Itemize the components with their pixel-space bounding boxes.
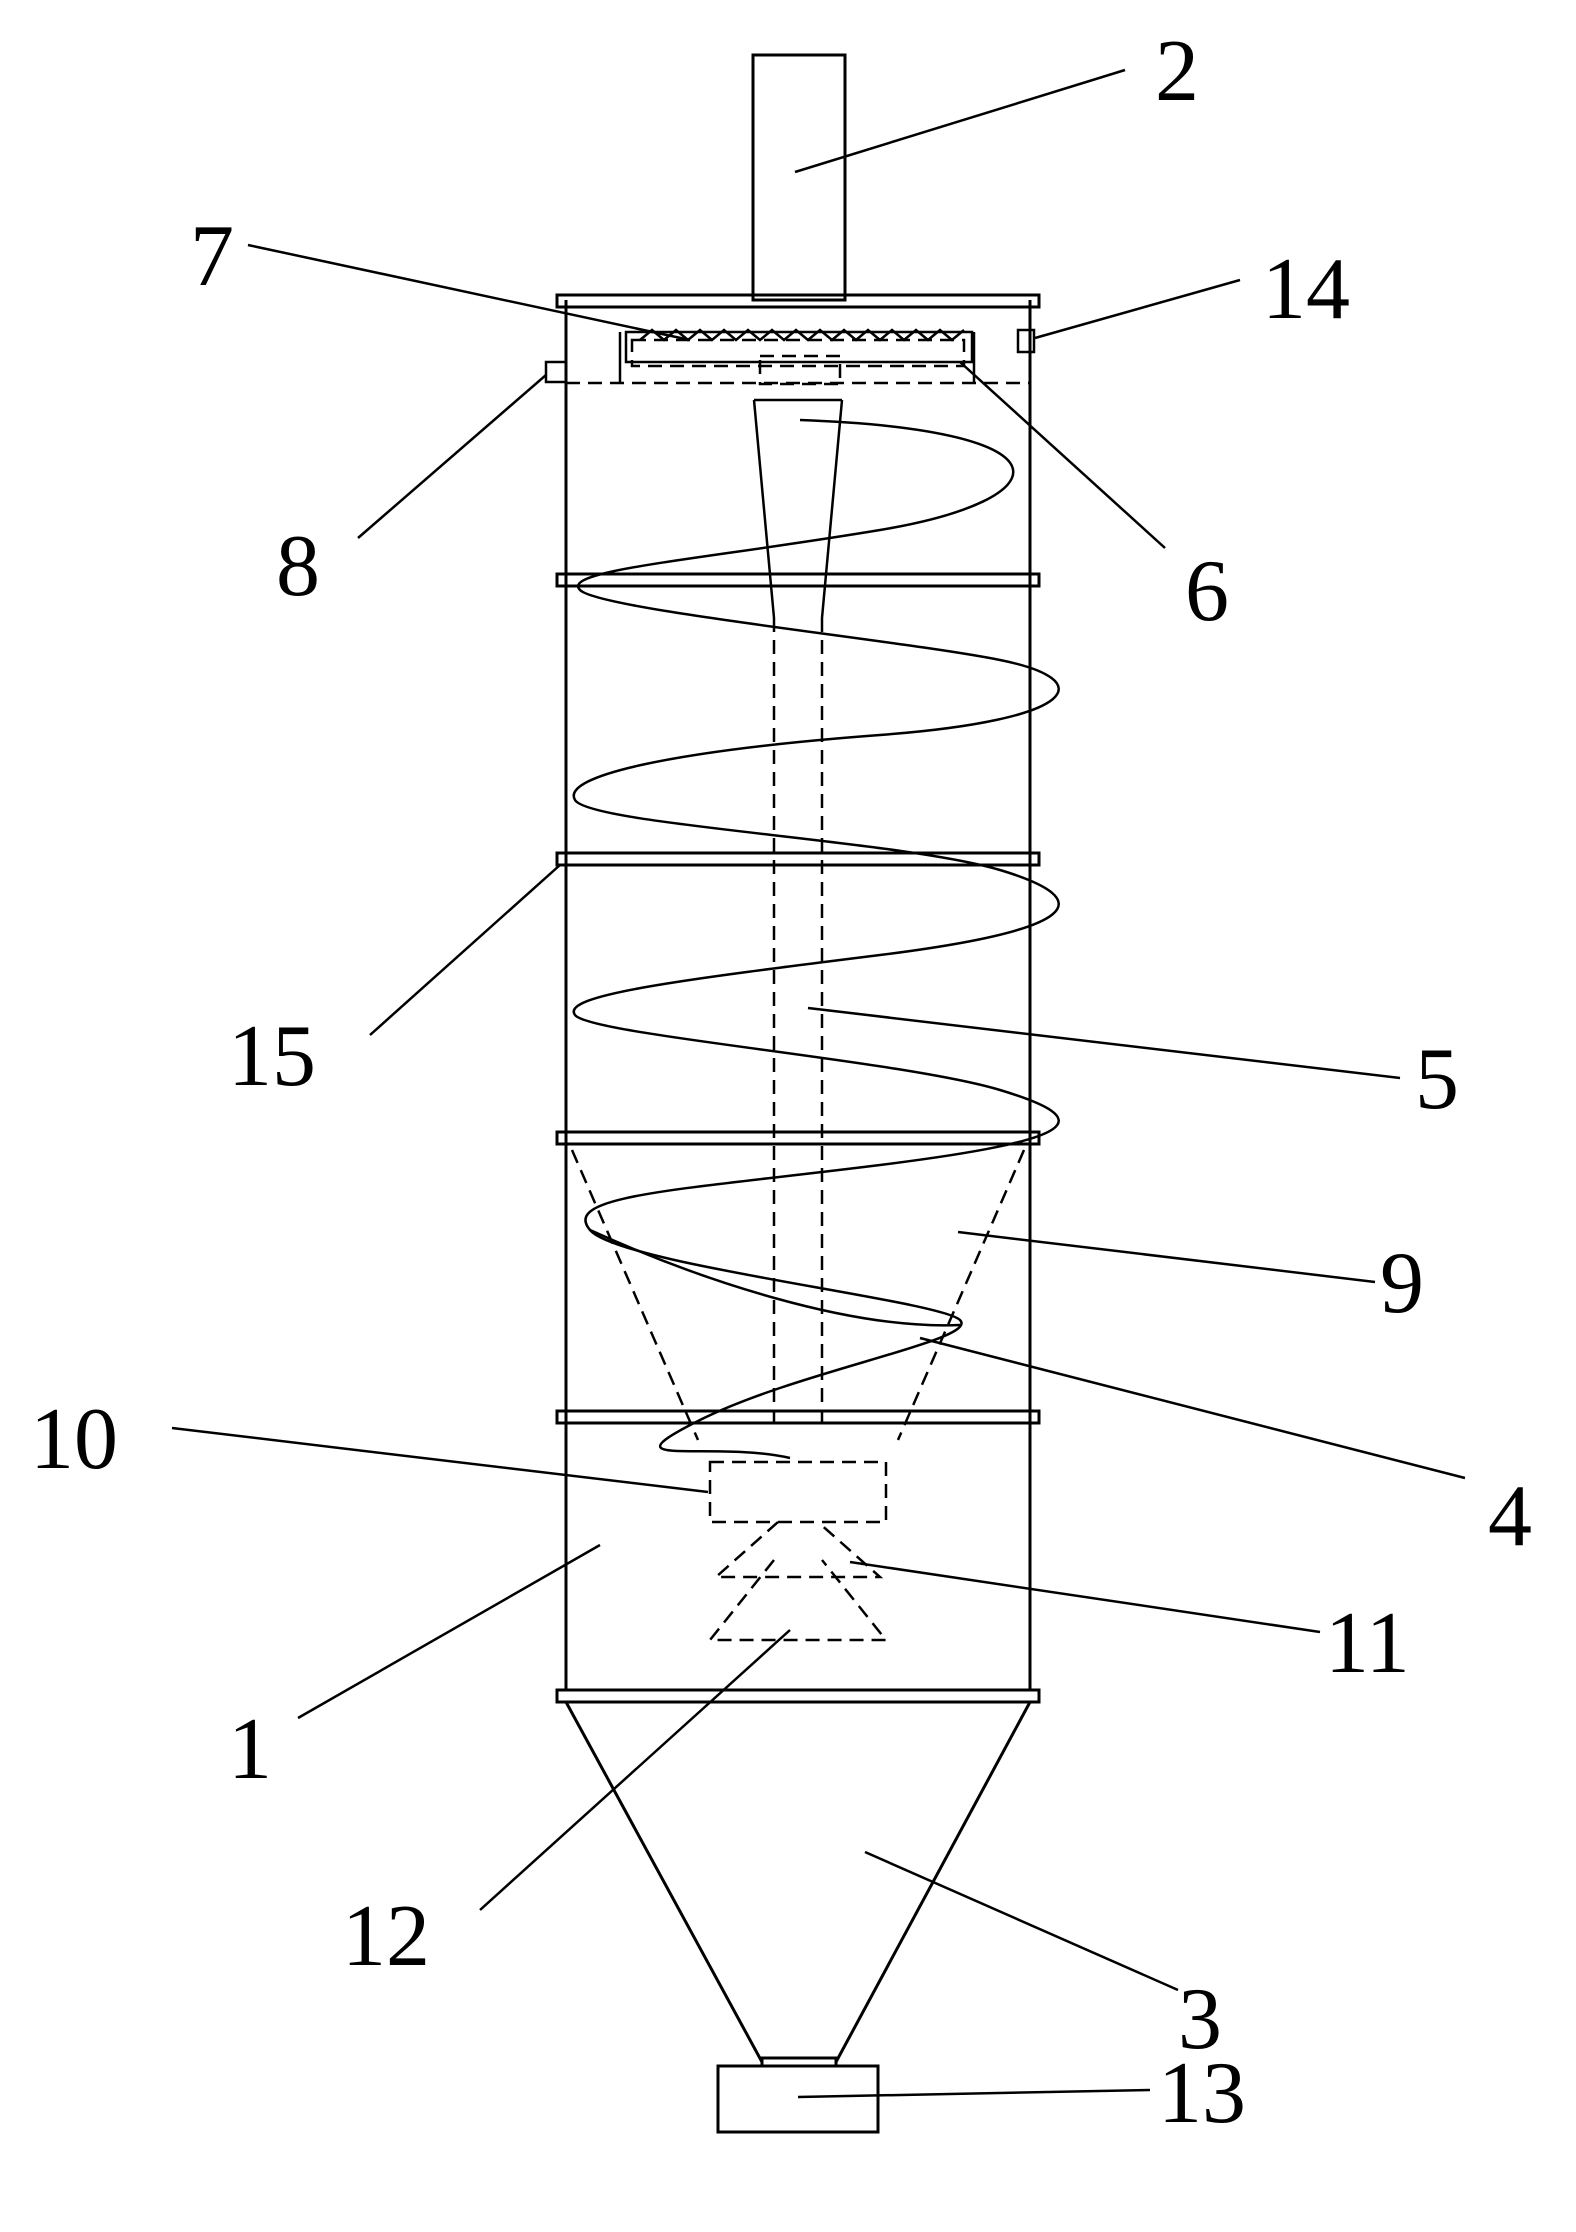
outlet-stub [1016, 328, 1036, 354]
flange-rings [555, 293, 1041, 1704]
leader-9 [957, 1230, 1376, 1284]
discharge-box [716, 2064, 880, 2134]
leader-lines [171, 68, 1466, 2099]
top-gear-assembly [566, 328, 1030, 386]
leader-1 [297, 1543, 601, 1720]
leader-5 [807, 1006, 1401, 1080]
leader-15 [369, 864, 561, 1036]
label-10: 10 [30, 1391, 118, 1488]
label-4: 4 [1488, 1468, 1532, 1565]
inlet-stub [544, 360, 568, 384]
leader-14 [1034, 278, 1241, 340]
inner-cone [570, 1149, 1026, 1441]
label-9: 9 [1380, 1235, 1424, 1332]
label-12: 12 [342, 1888, 430, 1985]
label-3: 3 [1178, 1971, 1222, 2068]
leader-3 [864, 1850, 1179, 1992]
leader-4 [919, 1336, 1466, 1480]
label-13: 13 [1158, 2045, 1246, 2142]
flange-ring [555, 1688, 1041, 1704]
flange-ring [555, 851, 1041, 867]
leader-6 [959, 361, 1166, 549]
deflector-upper [712, 1521, 884, 1579]
label-7: 7 [190, 208, 234, 305]
label-8: 8 [276, 518, 320, 615]
helical-blade-back [589, 1228, 961, 1327]
gear-inner-box [630, 338, 966, 368]
leader-8 [357, 374, 547, 539]
label-6: 6 [1185, 543, 1229, 640]
leader-2 [794, 68, 1126, 174]
leader-13 [797, 2088, 1151, 2099]
label-5: 5 [1415, 1031, 1459, 1128]
flange-ring [555, 293, 1041, 309]
leader-10 [171, 1426, 709, 1494]
leader-7 [247, 243, 691, 342]
flange-ring [555, 1409, 1041, 1425]
collar [708, 1460, 888, 1524]
gear-teeth [639, 328, 965, 342]
flange-ring [555, 1130, 1041, 1146]
label-11: 11 [1325, 1595, 1410, 1692]
label-1: 1 [228, 1701, 272, 1798]
drive-column [751, 53, 847, 302]
label-2: 2 [1155, 23, 1199, 120]
label-15: 15 [228, 1008, 316, 1105]
flange-ring [555, 572, 1041, 588]
upper-taper [752, 399, 844, 619]
helical-blade [572, 418, 1060, 1460]
shaft-hub [758, 354, 842, 386]
leader-12 [479, 1629, 791, 1911]
part-labels: 2 7 14 8 6 15 5 9 10 4 11 1 12 3 13 [30, 23, 1532, 2142]
bottom-hopper [564, 1701, 1032, 2063]
deflector-lower [707, 1559, 889, 1642]
label-14: 14 [1262, 241, 1350, 338]
leader-11 [849, 1560, 1321, 1634]
